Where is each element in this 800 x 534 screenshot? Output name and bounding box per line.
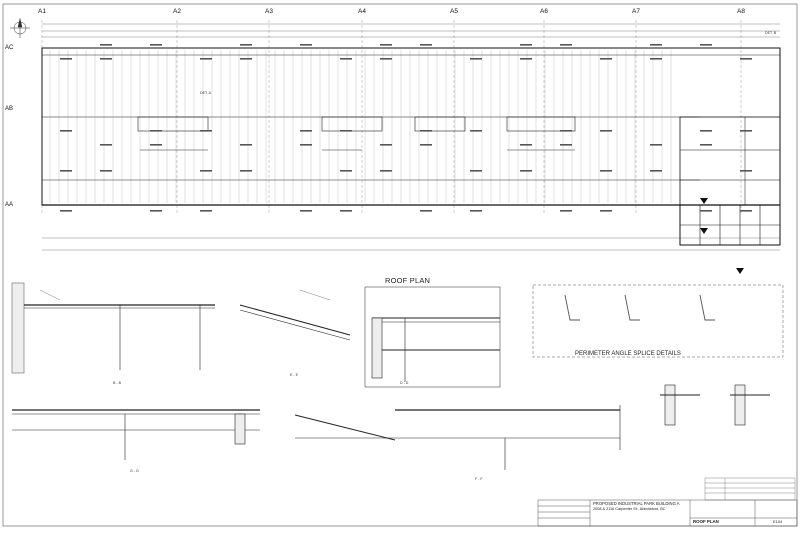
north-arrow-icon <box>10 18 30 38</box>
section-tag-b-b: B - B <box>113 381 121 385</box>
girders <box>42 54 780 181</box>
bottom-dimension-strings <box>42 237 780 251</box>
section-e-e <box>239 289 351 341</box>
detail-b-callout: DET. B <box>765 31 777 35</box>
title-block-sheet-name: ROOF PLAN <box>693 519 719 524</box>
section-f-f <box>294 405 621 470</box>
title-block <box>537 499 798 527</box>
grid-label-a2: A2 <box>173 8 181 15</box>
grid-label-aa: AA <box>5 202 14 208</box>
grid-label-a1: A1 <box>38 8 46 15</box>
top-dimension-strings <box>42 23 780 38</box>
joist-lines <box>49 50 672 203</box>
title-block-project: PROPOSED INDUSTRIAL PARK BUILDING A <box>593 501 680 506</box>
column-cap-details <box>660 384 770 426</box>
section-tag-d-d: D - D <box>400 381 409 385</box>
section-tag-e-e: E - E <box>290 373 298 377</box>
sheet-border <box>2 3 798 527</box>
section-b-b <box>11 282 215 374</box>
office-wing <box>679 116 781 246</box>
plan-openings <box>137 116 576 132</box>
section-tag-f-f: F - F <box>475 477 483 481</box>
grid-label-a5: A5 <box>450 8 458 15</box>
roof-plan-title: ROOF PLAN <box>385 276 431 285</box>
revision-block <box>704 477 796 501</box>
title-block-address: 2008 & 2116 Carpenter St., Abbotsford, B… <box>593 507 666 511</box>
section-cut-markers <box>700 198 744 274</box>
detail-a-callout: DET. A <box>200 91 211 95</box>
title-block-sheet-number: E104 <box>773 519 783 524</box>
grid-label-a3: A3 <box>265 8 273 15</box>
section-g-g <box>12 409 260 460</box>
grid-label-a6: A6 <box>540 8 548 15</box>
splice-details-title: PERIMETER ANGLE SPLICE DETAILS <box>575 351 681 357</box>
grid-label-a7: A7 <box>632 8 640 15</box>
splice-details <box>532 284 784 358</box>
section-tag-g-g: G - G <box>130 469 139 473</box>
member-tags <box>60 44 752 212</box>
grid-label-ab: AB <box>5 106 14 112</box>
grid-label-a4: A4 <box>358 8 366 15</box>
section-d-d <box>364 286 501 388</box>
column-grid-lines <box>41 20 742 215</box>
grid-label-ac: AC <box>5 45 14 51</box>
grid-label-a8: A8 <box>737 8 745 15</box>
